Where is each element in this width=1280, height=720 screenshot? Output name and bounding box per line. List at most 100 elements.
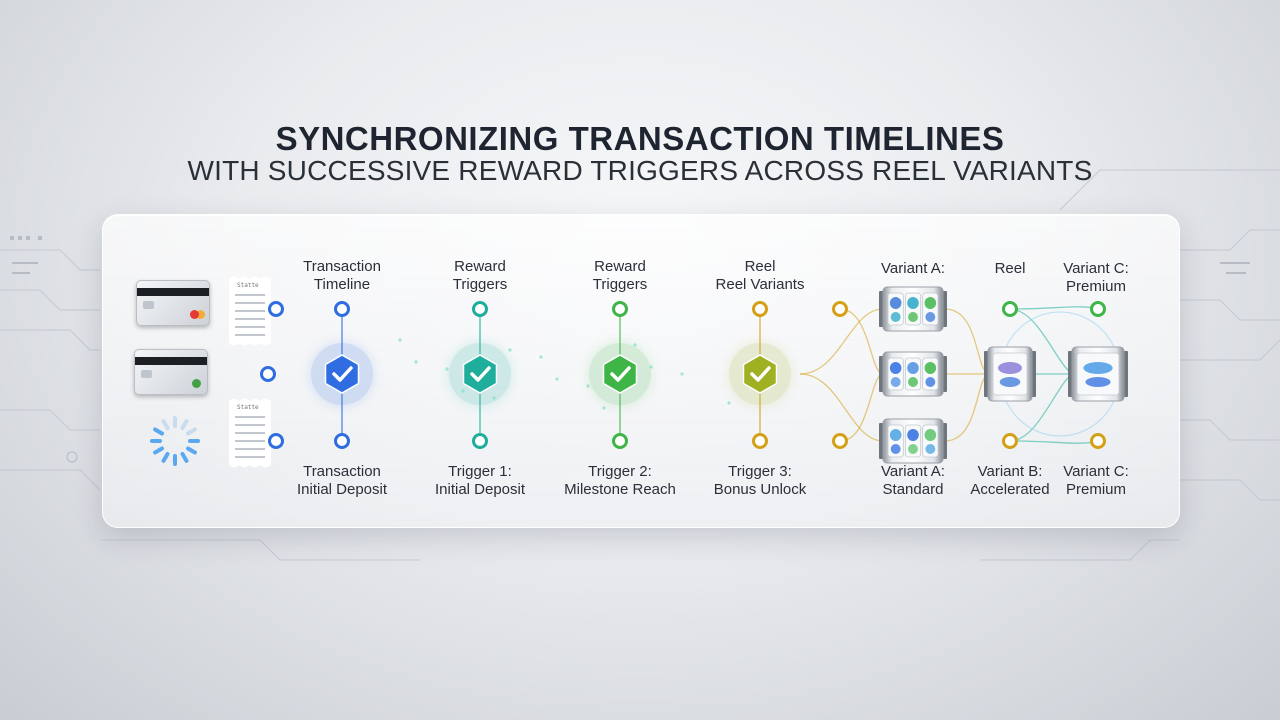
variant-bottom-label-line: Variant A: (881, 463, 945, 480)
column-top-label-line: Reel (744, 258, 776, 275)
timeline-node (260, 366, 276, 382)
reel-symbol (925, 312, 936, 322)
timeline-node (1002, 433, 1018, 449)
timeline-node (832, 301, 848, 317)
reel-symbol (908, 312, 918, 322)
credit-card-icon (134, 349, 208, 395)
timeline-node (752, 433, 768, 449)
reel-connector-curve (799, 308, 884, 375)
column-bottom-label: Trigger 2:Milestone Reach (564, 463, 676, 499)
reel-connector-curve (1009, 306, 1099, 310)
spinner-tick (185, 446, 197, 455)
column-bottom-label-line: Initial Deposit (434, 481, 526, 498)
slot-reel-icon (879, 286, 947, 332)
column-bottom-label: Trigger 3:Bonus Unlock (714, 463, 807, 499)
sparkle-dot (727, 401, 731, 405)
reel-symbol (907, 362, 919, 374)
reel-connector-curve (799, 373, 884, 442)
reel-symbol (890, 312, 901, 322)
timeline-node (1090, 433, 1106, 449)
reel-symbol (924, 362, 937, 374)
spinner-tick (180, 419, 189, 431)
variant-bottom-label-line: Accelerated (970, 481, 1050, 498)
reel-symbol (1085, 377, 1111, 387)
page-subtitle: WITH SUCCESSIVE REWARD TRIGGERS ACROSS R… (187, 155, 1093, 186)
column-bottom-label-line: Transaction (303, 463, 381, 480)
credit-card-icon (136, 280, 210, 326)
slot-reel-icon (1068, 346, 1128, 402)
column-top-label-line: Timeline (313, 276, 371, 293)
reel-symbol (1083, 362, 1113, 374)
sparkle-dot (445, 367, 449, 371)
variant-top-label: Variant A: (881, 260, 945, 278)
receipt-icon: Statte (229, 276, 271, 346)
reel-symbol (889, 297, 902, 309)
sparkle-dot (461, 389, 465, 393)
reel-symbol (925, 377, 936, 387)
variant-top-label-line: Reel (994, 260, 1026, 277)
spinner-tick (185, 427, 197, 436)
timeline-node (612, 301, 628, 317)
reel-connector-curve (944, 308, 991, 375)
reel-connector-curve (1009, 440, 1099, 444)
timeline-node (832, 433, 848, 449)
sparkle-dot (680, 372, 684, 376)
checkmark-hexagon-icon (449, 343, 511, 405)
reel-connector-curve (944, 373, 991, 442)
reel-symbol (890, 377, 901, 387)
receipt-icon: Statte (229, 398, 271, 468)
timeline-node (472, 301, 488, 317)
timeline-node (268, 301, 284, 317)
column-top-label-line: Reward (594, 258, 646, 275)
sparkle-dot (555, 377, 559, 381)
column-top-label-line: Triggers (452, 276, 508, 293)
column-bottom-label-line: Initial Deposit (296, 481, 388, 498)
checkmark-icon (610, 366, 631, 382)
column-top-label-line: Triggers (592, 276, 648, 293)
slot-reel-icon (879, 351, 947, 397)
column-bottom-label-line: Milestone Reach (564, 481, 676, 498)
reel-symbol (924, 429, 937, 441)
checkmark-hexagon-icon (729, 343, 791, 405)
sparkle-dot (508, 348, 512, 352)
variant-top-label: Reel (995, 260, 1026, 278)
reel-symbol (890, 444, 901, 454)
column-bottom-label: Trigger 1:Initial Deposit (435, 463, 525, 499)
variant-bottom-label: Variant B:Accelerated (970, 463, 1049, 499)
column-bottom-label-line: Trigger 3: (728, 463, 792, 480)
sparkle-dot (539, 355, 543, 359)
variant-top-label-line: Premium (1065, 278, 1126, 295)
reel-symbol (889, 362, 902, 374)
sparkle-dot (633, 343, 637, 347)
reel-symbol (998, 362, 1022, 374)
reel-symbol (908, 377, 918, 387)
spinner-tick (161, 451, 170, 463)
variant-bottom-label-line: Variant C: (1063, 463, 1129, 480)
column-top-label-line: Reward (454, 258, 506, 275)
timeline-node (472, 433, 488, 449)
checkmark-hexagon-icon (311, 343, 373, 405)
checkmark-icon (332, 366, 353, 382)
sparkle-dot (492, 396, 496, 400)
variant-bottom-label: Variant A:Standard (881, 463, 945, 499)
sparkle-dot (649, 365, 653, 369)
spinner-tick (161, 419, 170, 431)
column-bottom-label-line: Trigger 2: (588, 463, 652, 480)
reel-symbol (925, 444, 936, 454)
variant-top-label-line: Variant A: (881, 260, 945, 277)
hexagon-shape (324, 354, 360, 394)
timeline-node (334, 301, 350, 317)
spinner-tick (153, 427, 165, 436)
hexagon-shape (742, 354, 778, 394)
reel-symbol (889, 429, 902, 441)
checkmark-icon (750, 366, 771, 382)
spinner-tick (180, 451, 189, 463)
checkmark-icon (470, 366, 491, 382)
